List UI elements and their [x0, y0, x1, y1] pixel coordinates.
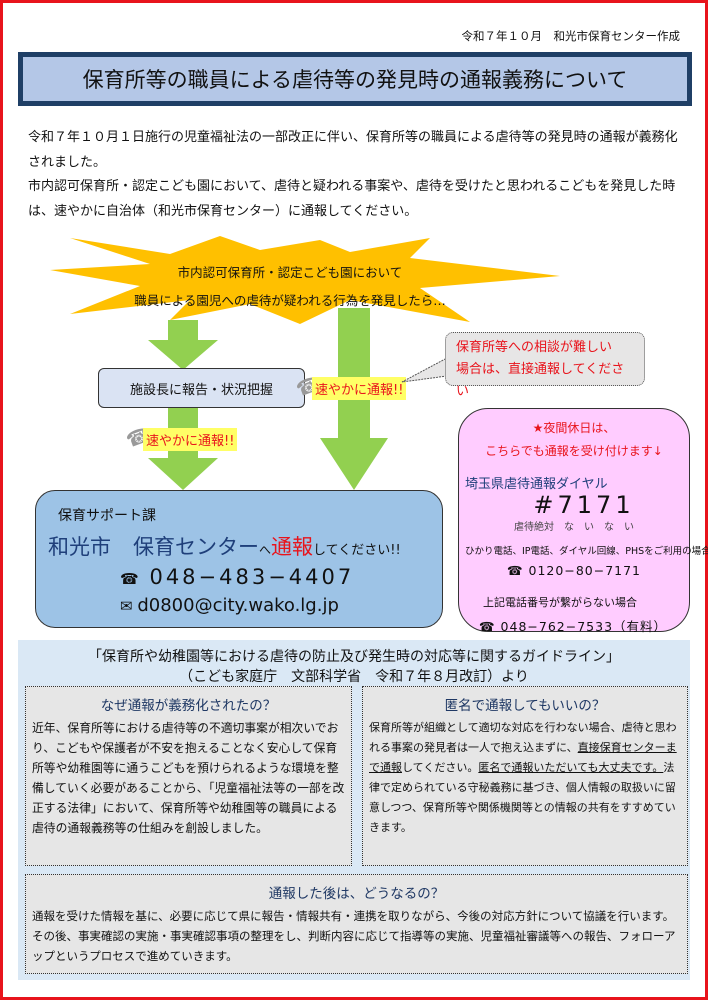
dial-name: 埼玉県虐待通報ダイヤル	[465, 477, 608, 492]
arrow-down-1	[148, 320, 218, 370]
why-box: なぜ通報が義務化されたの？ 近年、保育所等における虐待等の不適切事案が相次いでお…	[25, 686, 352, 866]
direct-report-bubble: 保育所等への相談が難しい 場合は、直接通報してください	[445, 332, 645, 399]
burst-line-1: 市内認可保育所・認定こども園において	[177, 265, 403, 280]
after-body: 通報を受けた情報を基に、必要に応じて県に報告・情報共有・連携を取りながら、今後の…	[32, 909, 676, 963]
dept-name: 保育サポート課	[58, 508, 156, 524]
alt-phone-number: 0120−80−7171	[528, 563, 642, 578]
anonymous-body: 保育所等が組織として適切な対応を行わない場合、虐待と思われる事案の発見者は一人で…	[363, 718, 687, 838]
anonymous-title: 匿名で通報してもいいの？	[444, 698, 606, 714]
quick-report-label-direct: 速やかに通報!!	[312, 377, 407, 400]
fallback-phone[interactable]: ☎ 048−762−7533（有料）	[479, 616, 689, 635]
to-text: へ	[259, 543, 272, 557]
fallback-phone-number: 048−762−7533（有料）	[500, 619, 668, 634]
mail-icon: ✉	[120, 597, 138, 615]
center-name: 保育センター	[133, 535, 259, 559]
fallback-label: 上記電話番号が繋がらない場合	[483, 596, 637, 609]
dial-number[interactable]: #7171	[533, 491, 635, 519]
chief-report-box: 施設長に報告・状況把握	[98, 368, 305, 408]
anon-text-1: 保育所等が組織として適切な対応を行わない場合、虐待と思われる事案の発見者は一人で…	[369, 721, 677, 754]
anon-text-2: してください。	[402, 761, 479, 774]
anonymous-box: 匿名で通報してもいいの？ 保育所等が組織として適切な対応を行わない場合、虐待と思…	[362, 686, 688, 866]
burst-line-2: 職員による園児への虐待が疑われる行為を発見したら…	[134, 293, 446, 308]
center-phone-number: 048−483−4407	[149, 565, 355, 589]
after-title: 通報した後は、どうなるの？	[268, 886, 445, 902]
anon-underline-2: 匿名で通報いただいても大丈夫です。	[478, 761, 664, 774]
please-text: してください!!	[313, 543, 401, 558]
bubble-tail	[401, 357, 448, 383]
bubble-line-1: 保育所等への相談が難しい	[456, 340, 613, 355]
report-heading: 和光市保育センターへ通報してください!!	[48, 531, 401, 561]
page-title: 保育所等の職員による虐待等の発見時の通報義務について	[18, 52, 692, 106]
center-email-address: d0800@city.wako.lg.jp	[137, 595, 339, 616]
anon-text-3: 法律で定められている守秘義務に基づき、個人情報の取扱いに留意しつつ、保育所等や関…	[369, 761, 676, 834]
alt-phone[interactable]: ☎ 0120−80−7171	[459, 563, 689, 578]
why-body: 近年、保育所等における虐待等の不適切事案が相次いでおり、こどもや保護者が不安を抱…	[32, 721, 345, 835]
guideline-section: 「保育所や幼稚園等における虐待の防止及び発生時の対応等に関するガイドライン」 （…	[18, 640, 690, 980]
phone-icon: ☎	[479, 619, 501, 634]
phone-icon: ☎	[120, 570, 150, 588]
night-holiday-box: ★夜間休日は、 こちらでも通報を受け付けます↓ 埼玉県虐待通報ダイヤル #717…	[458, 408, 708, 635]
after-box: 通報した後は、どうなるの？ 通報を受けた情報を基に、必要に応じて県に報告・情報共…	[25, 874, 688, 974]
night-heading-1: ★夜間休日は、	[532, 421, 616, 435]
starburst-shape	[50, 236, 560, 324]
date-author: 令和７年１０月 和光市保育センター作成	[461, 29, 681, 43]
intro-paragraph-2: 市内認可保育所・認定こども園において、虐待と疑われる事案や、虐待を受けたと思われ…	[28, 179, 676, 219]
center-email[interactable]: ✉ d0800@city.wako.lg.jp	[120, 595, 339, 616]
guideline-source: （こども家庭庁 文部科学省 令和７年８月改訂）より	[179, 669, 529, 685]
childcare-center-contact: 保育サポート課 和光市保育センターへ通報してください!! ☎ 048−483−4…	[35, 490, 443, 628]
bubble-line-2: 場合は、直接通報してください	[456, 362, 625, 399]
intro-text: 令和７年１０月１日施行の児童福祉法の一部改正に伴い、保育所等の職員による虐待等の…	[28, 126, 688, 224]
night-heading-2: こちらでも通報を受け付けます↓	[485, 444, 663, 458]
alt-label: ひかり電話、IP電話、ダイヤル回線、PHSをご利用の場合	[465, 546, 708, 557]
anon-underline-1: 直接保育センターまで通報	[369, 741, 677, 774]
intro-paragraph-1: 令和７年１０月１日施行の児童福祉法の一部改正に伴い、保育所等の職員による虐待等の…	[28, 130, 678, 170]
center-phone[interactable]: ☎ 048−483−4407	[120, 565, 354, 589]
phone-icon: ☎	[506, 563, 529, 578]
quick-report-label: 速やかに通報!!	[143, 428, 238, 451]
dial-mnemonic: 虐待絶対 な い な い	[514, 522, 634, 533]
guideline-title: 「保育所や幼稚園等における虐待の防止及び発生時の対応等に関するガイドライン」	[88, 649, 620, 665]
why-title: なぜ通報が義務化されたの？	[100, 698, 277, 714]
report-word: 通報	[271, 535, 314, 559]
city-name: 和光市	[48, 535, 111, 559]
